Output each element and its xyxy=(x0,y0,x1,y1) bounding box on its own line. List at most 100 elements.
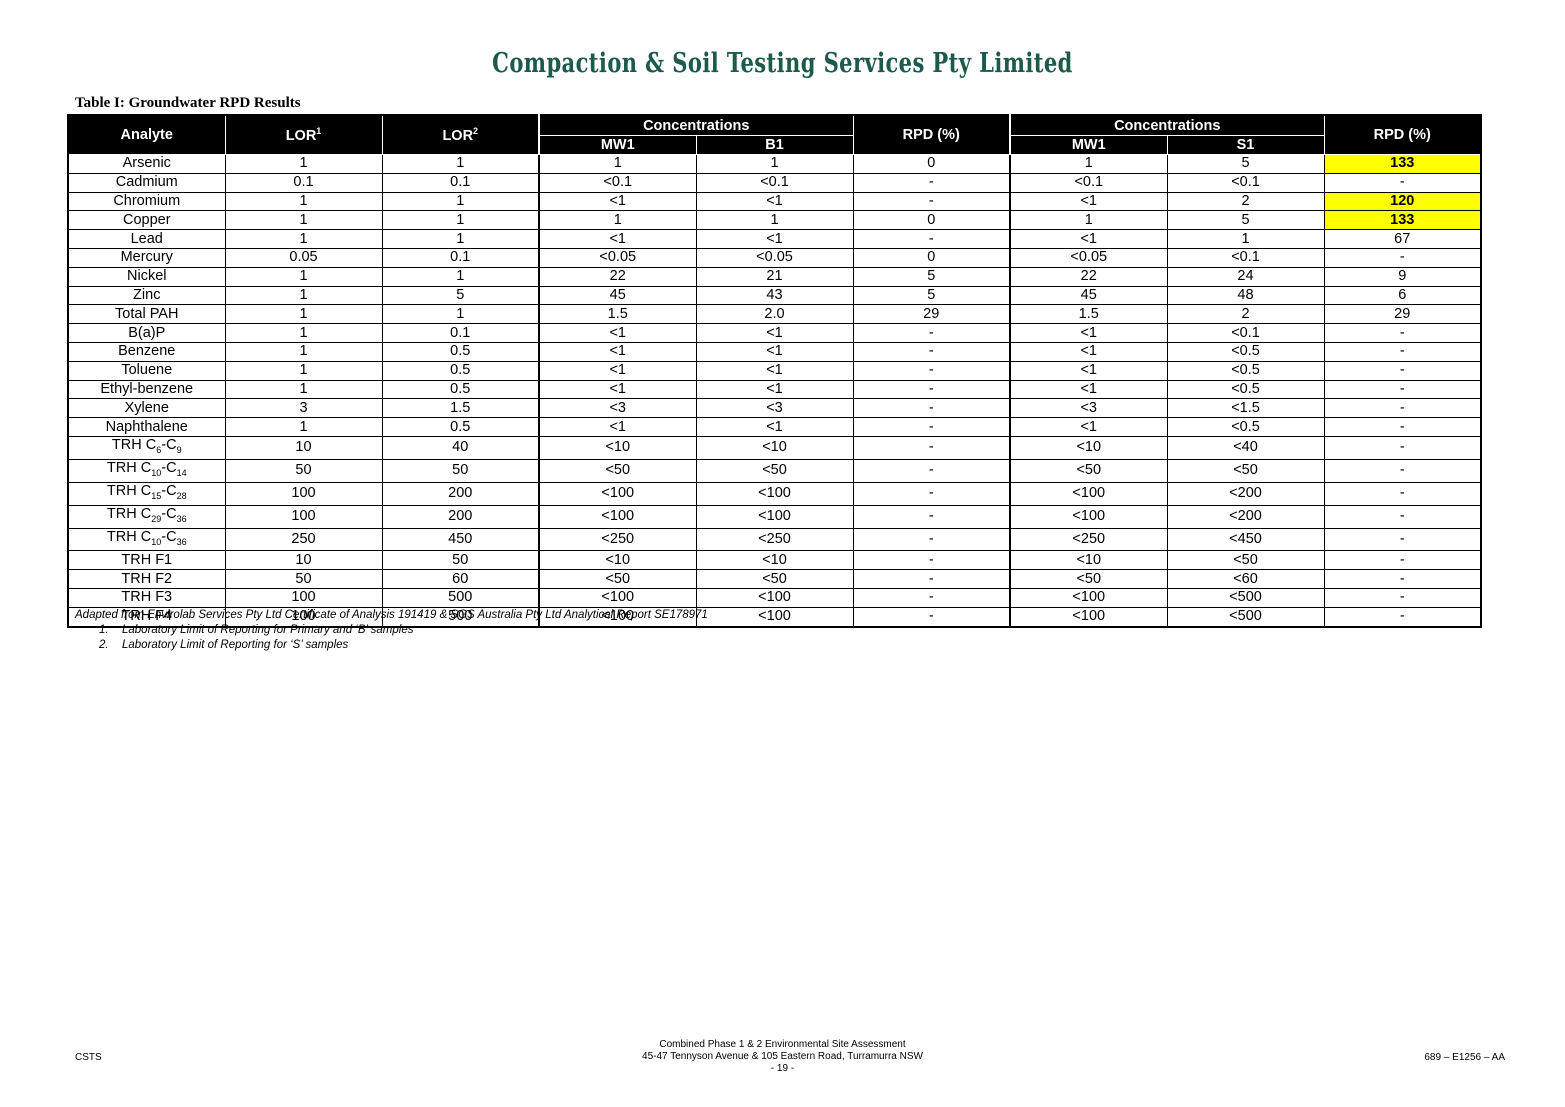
cell-lor1: 50 xyxy=(224,569,383,589)
cell-rpd-b: - xyxy=(1323,527,1482,552)
cell-rpd-a: - xyxy=(852,527,1011,552)
cell-rpd-a: 5 xyxy=(852,285,1011,306)
cell-mw1-a: <100 xyxy=(538,504,697,529)
cell-rpd-b: 9 xyxy=(1323,266,1482,287)
cell-mw1-a: <10 xyxy=(538,435,697,460)
cell-mw1-a: <0.1 xyxy=(538,172,697,193)
cell-mw1-b: <1 xyxy=(1009,360,1168,381)
cell-rpd-a: - xyxy=(852,481,1011,506)
cell-lor2: 1 xyxy=(381,304,540,325)
cell-lor2: 0.5 xyxy=(381,379,540,400)
cell-lor2: 0.5 xyxy=(381,360,540,381)
cell-mw1-b: <50 xyxy=(1009,569,1168,589)
cell-s1: <60 xyxy=(1166,569,1325,589)
cell-analyte: TRH C10-C36 xyxy=(67,527,226,552)
cell-mw1-a: <1 xyxy=(538,323,697,343)
cell-lor2: 0.1 xyxy=(381,323,540,343)
cell-lor1: 10 xyxy=(224,550,383,571)
cell-mw1-a: <1 xyxy=(538,379,697,400)
header-lor1: LOR1 xyxy=(224,114,383,155)
cell-lor1: 3 xyxy=(224,398,383,419)
cell-mw1-b: 45 xyxy=(1009,285,1168,306)
cell-mw1-a: <3 xyxy=(538,398,697,419)
cell-rpd-b: - xyxy=(1323,504,1482,529)
cell-analyte: TRH F4 xyxy=(67,606,226,628)
cell-b1: <1 xyxy=(695,191,854,212)
cell-b1: <1 xyxy=(695,360,854,381)
cell-analyte: Cadmium xyxy=(67,172,226,193)
cell-mw1-b: <1 xyxy=(1009,379,1168,400)
cell-lor1: 1 xyxy=(224,417,383,437)
table-notes: Adapted from Envirolab Services Pty Ltd … xyxy=(75,608,708,653)
cell-mw1-b: 22 xyxy=(1009,266,1168,287)
cell-lor1: 100 xyxy=(224,481,383,506)
cell-mw1-b: 1.5 xyxy=(1009,304,1168,325)
cell-s1: <50 xyxy=(1166,458,1325,483)
cell-s1: 2 xyxy=(1166,304,1325,325)
cell-rpd-a: - xyxy=(852,229,1011,249)
cell-lor1: 1 xyxy=(224,304,383,325)
cell-b1: 2.0 xyxy=(695,304,854,325)
cell-rpd-a: - xyxy=(852,550,1011,571)
cell-s1: <50 xyxy=(1166,550,1325,571)
cell-rpd-b: - xyxy=(1323,417,1482,437)
cell-lor1: 100 xyxy=(224,504,383,529)
cell-mw1-a: <100 xyxy=(538,606,697,628)
cell-rpd-b: 133 xyxy=(1323,154,1482,174)
cell-lor1: 1 xyxy=(224,229,383,249)
cell-analyte: Mercury xyxy=(67,247,226,268)
cell-rpd-a: - xyxy=(852,323,1011,343)
cell-b1: <100 xyxy=(695,504,854,529)
cell-rpd-a: - xyxy=(852,379,1011,400)
cell-b1: <100 xyxy=(695,481,854,506)
cell-s1: <450 xyxy=(1166,527,1325,552)
cell-lor2: 1 xyxy=(381,229,540,249)
table-caption: Table I: Groundwater RPD Results xyxy=(75,95,301,111)
cell-mw1-a: <1 xyxy=(538,417,697,437)
footer-right: 689 – E1256 – AA xyxy=(1424,1052,1505,1063)
cell-analyte: Toluene xyxy=(67,360,226,381)
notes-source: Adapted from Envirolab Services Pty Ltd … xyxy=(75,609,708,621)
cell-lor1: 1 xyxy=(224,266,383,287)
cell-rpd-b: - xyxy=(1323,458,1482,483)
header-mw1-a: MW1 xyxy=(538,135,697,155)
cell-analyte: TRH C29-C36 xyxy=(67,504,226,529)
cell-b1: 21 xyxy=(695,266,854,287)
footer-address: 45-47 Tennyson Avenue & 105 Eastern Road… xyxy=(642,1051,923,1062)
cell-s1: <200 xyxy=(1166,504,1325,529)
cell-mw1-b: <1 xyxy=(1009,191,1168,212)
header-concentrations-b: Concentrations xyxy=(1009,114,1325,136)
cell-lor1: 1 xyxy=(224,210,383,231)
cell-s1: <200 xyxy=(1166,481,1325,506)
cell-mw1-b: <100 xyxy=(1009,481,1168,506)
cell-lor2: 500 xyxy=(381,588,540,608)
cell-s1: <500 xyxy=(1166,588,1325,608)
cell-mw1-a: <250 xyxy=(538,527,697,552)
cell-rpd-a: - xyxy=(852,417,1011,437)
cell-mw1-a: <50 xyxy=(538,458,697,483)
cell-rpd-a: 0 xyxy=(852,154,1011,174)
cell-rpd-b: - xyxy=(1323,379,1482,400)
cell-analyte: Ethyl-benzene xyxy=(67,379,226,400)
cell-b1: <50 xyxy=(695,458,854,483)
cell-lor1: 1 xyxy=(224,191,383,212)
cell-s1: <0.1 xyxy=(1166,247,1325,268)
cell-b1: 1 xyxy=(695,154,854,174)
cell-s1: 1 xyxy=(1166,229,1325,249)
cell-analyte: TRH F1 xyxy=(67,550,226,571)
cell-s1: <0.5 xyxy=(1166,341,1325,362)
cell-lor1: 100 xyxy=(224,588,383,608)
cell-rpd-b: - xyxy=(1323,398,1482,419)
cell-rpd-a: 5 xyxy=(852,266,1011,287)
cell-rpd-b: 29 xyxy=(1323,304,1482,325)
cell-mw1-a: <100 xyxy=(538,588,697,608)
header-mw1-b: MW1 xyxy=(1009,135,1168,155)
cell-rpd-b: - xyxy=(1323,606,1482,628)
cell-lor1: 1 xyxy=(224,323,383,343)
